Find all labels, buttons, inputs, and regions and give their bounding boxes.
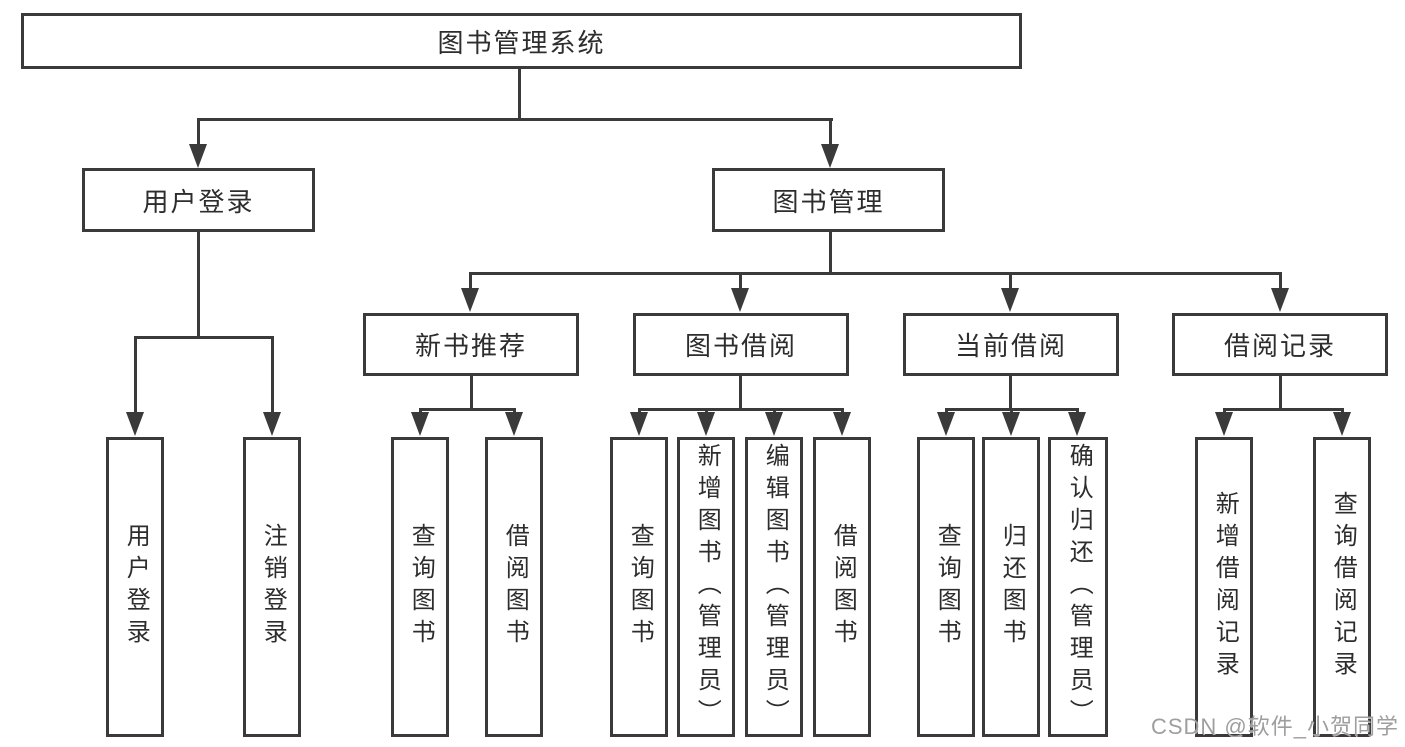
connector-book-management-rail — [469, 272, 1282, 275]
leaf-query-books-current: 查询图书 — [917, 437, 975, 737]
connector-root-rail — [197, 118, 833, 121]
connector-user-login-riser — [197, 232, 200, 339]
arrow-down-icon — [833, 412, 851, 436]
connector-to-leaf-logout — [271, 336, 274, 416]
connector-to-book-borrowing — [739, 272, 742, 292]
csdn-watermark: CSDN @软件_小贺同学 — [1150, 714, 1399, 739]
connector-user-login-rail — [134, 336, 274, 339]
arrow-down-icon — [1215, 412, 1233, 436]
arrow-down-icon — [189, 144, 207, 168]
connector-root-to-user-login — [197, 118, 200, 148]
arrow-down-icon — [505, 412, 523, 436]
node-label: 借阅图书 — [501, 523, 529, 651]
node-book-borrowing: 图书借阅 — [633, 313, 849, 376]
node-label: 查询借阅记录 — [1329, 491, 1357, 683]
leaf-edit-books-admin: 编辑图书（管理员） — [745, 437, 803, 737]
connector-to-new-book — [469, 272, 472, 292]
arrow-down-icon — [1068, 412, 1086, 436]
node-label: 借阅图书 — [829, 523, 857, 651]
arrow-down-icon — [461, 288, 479, 312]
arrow-down-icon — [765, 412, 783, 436]
node-label: 查询图书 — [933, 523, 961, 651]
connector-new-book-rail — [419, 408, 516, 411]
node-current-borrowing: 当前借阅 — [903, 313, 1119, 376]
connector-current-borrowing-riser — [1009, 375, 1012, 411]
connector-book-management-riser — [829, 232, 832, 275]
arrow-down-icon — [411, 412, 429, 436]
leaf-borrow-books-recommend: 借阅图书 — [485, 437, 543, 737]
node-label: 编辑图书（管理员） — [761, 443, 789, 731]
leaf-query-books-recommend: 查询图书 — [391, 437, 449, 737]
leaf-borrow-books: 借阅图书 — [813, 437, 871, 737]
node-borrowing-records: 借阅记录 — [1172, 313, 1388, 376]
arrow-down-icon — [697, 412, 715, 436]
node-label: 归还图书 — [998, 523, 1026, 651]
node-label: 新增借阅记录 — [1211, 491, 1239, 683]
arrow-down-icon — [1271, 288, 1289, 312]
leaf-add-borrow-record: 新增借阅记录 — [1195, 437, 1253, 737]
leaf-confirm-return-admin: 确认归还（管理员） — [1048, 437, 1108, 737]
arrow-down-icon — [1002, 412, 1020, 436]
arrow-down-icon — [1001, 288, 1019, 312]
node-label: 图书管理系统 — [437, 27, 606, 58]
connector-to-current-borrowing — [1009, 272, 1012, 292]
arrow-down-icon — [126, 412, 144, 436]
node-label: 确认归还（管理员） — [1065, 443, 1093, 731]
leaf-user-login: 用户登录 — [106, 437, 164, 737]
connector-new-book-riser — [470, 376, 473, 411]
node-label: 图书管理 — [772, 186, 885, 217]
node-label: 查询图书 — [626, 523, 654, 651]
arrow-down-icon — [1333, 412, 1351, 436]
node-user-login: 用户登录 — [82, 168, 315, 232]
connector-borrowing-records-riser — [1279, 376, 1282, 411]
node-label: 用户登录 — [122, 523, 150, 651]
connector-borrowing-records-rail — [1223, 408, 1344, 411]
node-root-library-management-system: 图书管理系统 — [21, 13, 1022, 69]
node-new-book-recommendation: 新书推荐 — [363, 313, 579, 376]
arrow-down-icon — [630, 412, 648, 436]
node-label: 查询图书 — [407, 523, 435, 651]
arrow-down-icon — [937, 412, 955, 436]
leaf-logout: 注销登录 — [243, 437, 301, 737]
leaf-query-borrow-record: 查询借阅记录 — [1313, 437, 1371, 737]
arrow-down-icon — [263, 412, 281, 436]
node-label: 图书借阅 — [684, 331, 797, 361]
node-label: 新增图书（管理员） — [693, 443, 721, 731]
node-label: 新书推荐 — [414, 331, 527, 361]
connector-to-borrowing-records — [1279, 272, 1282, 292]
leaf-add-books-admin: 新增图书（管理员） — [677, 437, 735, 737]
leaf-return-books: 归还图书 — [982, 437, 1040, 737]
connector-root-riser — [518, 69, 521, 121]
node-label: 用户登录 — [142, 186, 255, 217]
arrow-down-icon — [821, 144, 839, 168]
node-label: 借阅记录 — [1223, 331, 1336, 361]
connector-root-to-book-management — [829, 118, 832, 148]
node-book-management: 图书管理 — [712, 168, 945, 232]
node-label: 当前借阅 — [954, 331, 1067, 361]
node-label: 注销登录 — [259, 523, 287, 651]
arrow-down-icon — [731, 288, 749, 312]
connector-to-leaf-user-login — [134, 336, 137, 416]
leaf-query-books-borrow: 查询图书 — [610, 437, 668, 737]
connector-book-borrowing-rail — [638, 408, 844, 411]
connector-book-borrowing-riser — [739, 376, 742, 411]
